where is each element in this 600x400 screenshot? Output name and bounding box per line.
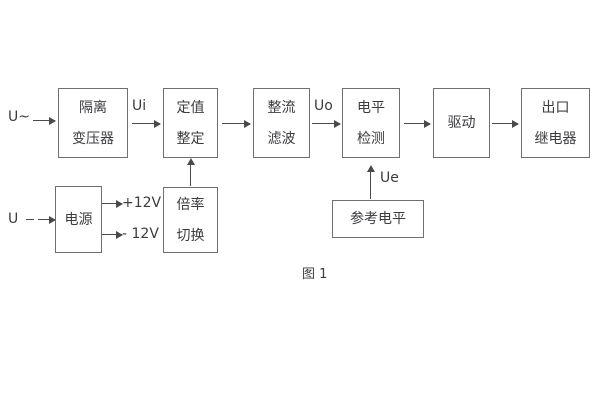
signal-uo-label: Uo xyxy=(314,98,333,114)
block-rectify-filter-line1: 整流 xyxy=(267,99,296,116)
arrow-reference-to-level xyxy=(366,165,375,199)
arrow-multiplier-to-setting xyxy=(186,158,195,186)
block-level-detection-line1: 电平 xyxy=(357,99,385,116)
block-power-supply: 电源 xyxy=(55,186,102,253)
block-setting-value-line1: 定值 xyxy=(176,99,205,116)
input-dc-label: U xyxy=(8,211,19,227)
block-power-supply-line1: 电源 xyxy=(64,211,93,228)
arrow-rectify-to-level xyxy=(312,119,341,128)
arrow-setting-to-rectify xyxy=(222,119,251,128)
input-ac-label: U~ xyxy=(8,109,30,125)
signal-ui-label: Ui xyxy=(132,98,147,114)
block-level-detection-line2: 检测 xyxy=(357,130,385,147)
block-multiplier-switch-line2: 切换 xyxy=(176,227,205,244)
signal-ue-label: Ue xyxy=(380,170,399,186)
arrow-input-dc-to-power-supply xyxy=(38,215,56,224)
block-reference-level-line1: 参考电平 xyxy=(350,211,406,227)
block-isolation-transformer-line2: 变压器 xyxy=(72,130,114,147)
block-output-relay: 出口 继电器 xyxy=(521,88,590,158)
arrow-level-to-drive xyxy=(404,119,431,128)
block-setting-value: 定值 整定 xyxy=(163,88,218,158)
block-setting-value-line2: 整定 xyxy=(176,130,205,147)
block-output-relay-line1: 出口 xyxy=(541,99,570,116)
arrow-supply-positive xyxy=(102,199,123,208)
input-dc-dash-1 xyxy=(26,219,34,220)
arrow-input-ac-to-isolation xyxy=(33,116,56,125)
block-multiplier-switch-line1: 倍率 xyxy=(176,196,205,213)
supply-positive-label: +12V xyxy=(122,195,162,211)
block-drive-line1: 驱动 xyxy=(447,115,476,131)
supply-negative-label: - 12V xyxy=(122,226,159,242)
block-isolation-transformer-line1: 隔离 xyxy=(79,99,107,116)
block-rectify-filter-line2: 滤波 xyxy=(267,130,296,147)
arrow-isolation-to-setting xyxy=(132,119,161,128)
block-rectify-filter: 整流 滤波 xyxy=(253,88,310,158)
block-output-relay-line2: 继电器 xyxy=(534,130,577,147)
block-drive: 驱动 xyxy=(433,88,490,158)
arrow-supply-negative xyxy=(102,230,123,239)
arrow-drive-to-output-relay xyxy=(492,119,519,128)
block-level-detection: 电平 检测 xyxy=(342,88,400,158)
block-isolation-transformer: 隔离 变压器 xyxy=(58,88,128,158)
block-multiplier-switch: 倍率 切换 xyxy=(163,187,218,253)
block-reference-level: 参考电平 xyxy=(332,200,424,238)
figure-caption: 图 1 xyxy=(302,267,328,282)
